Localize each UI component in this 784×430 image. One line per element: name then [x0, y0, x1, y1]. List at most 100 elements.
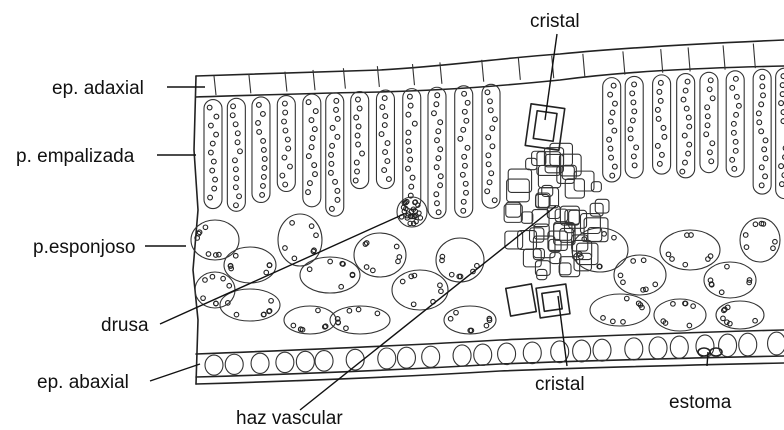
chloroplast [762, 147, 767, 152]
lower-epidermis-cell [225, 354, 243, 374]
lower-epidermis-cell [296, 351, 314, 372]
chloroplast [234, 176, 239, 181]
chloroplast [262, 166, 267, 171]
chloroplast [461, 199, 466, 204]
chloroplast [227, 283, 232, 288]
upper-epidermis [196, 40, 784, 97]
chloroplast [256, 121, 261, 126]
chloroplast [283, 246, 288, 251]
chloroplast [492, 198, 497, 203]
palisade-cell [403, 89, 421, 210]
upper-epidermis-cell-wall [723, 45, 725, 69]
chloroplast [489, 171, 494, 176]
chloroplast [288, 164, 293, 169]
chloroplast [631, 100, 636, 105]
chloroplast [705, 114, 710, 119]
chloroplast [448, 316, 453, 321]
leader-ep-abaxial [150, 364, 200, 381]
chloroplast [732, 166, 737, 171]
chloroplast [609, 155, 614, 160]
lower-epidermis [196, 330, 784, 384]
chloroplast [780, 182, 784, 187]
vascular-cell [565, 179, 584, 198]
chloroplast [743, 233, 748, 238]
upper-epidermis-cell-wall [482, 60, 484, 82]
label-ep-abaxial: ep. abaxial [37, 372, 129, 393]
spongy-cell [614, 255, 666, 295]
chloroplast [210, 274, 215, 279]
chloroplast [680, 169, 685, 174]
chloroplast [710, 96, 715, 101]
chloroplast [686, 151, 691, 156]
chloroplast [411, 302, 416, 307]
chloroplast [708, 78, 713, 83]
chloroplast [670, 257, 675, 262]
chloroplast [308, 181, 313, 186]
chloroplast [410, 175, 415, 180]
chloroplast [655, 143, 660, 148]
upper-epidermis-cell-wall [518, 58, 520, 80]
chloroplast [309, 224, 314, 229]
spongy-cell [436, 238, 484, 282]
chloroplast [759, 165, 764, 170]
chloroplast [309, 145, 314, 150]
chloroplast [458, 136, 463, 141]
palisade-cell [376, 90, 394, 188]
lower-epidermis-cell [205, 355, 223, 375]
chloroplast [486, 135, 491, 140]
chloroplast [731, 121, 736, 126]
label-cristal-bottom: cristal [535, 374, 585, 395]
chloroplast [733, 148, 738, 153]
cell-tissue [191, 44, 784, 376]
chloroplast [610, 173, 615, 178]
chloroplast [759, 102, 764, 107]
lower-epidermis-cell [474, 344, 492, 365]
spongy-cell [716, 301, 764, 329]
chloroplast [206, 252, 211, 257]
chloroplast [436, 210, 441, 215]
chloroplast [354, 160, 359, 165]
lower-epidermis-cell [378, 348, 396, 369]
chloroplast [382, 96, 387, 101]
chloroplast [687, 142, 692, 147]
chloroplast [306, 190, 311, 195]
lower-epidermis-cell [768, 332, 784, 355]
lower-epidermis-cell [593, 339, 611, 361]
chloroplast [488, 99, 493, 104]
upper-epidermis-cell-wall [623, 51, 625, 74]
chloroplast [231, 104, 236, 109]
chloroplast [710, 141, 715, 146]
chloroplast [435, 201, 440, 206]
chloroplast [687, 124, 692, 129]
chloroplast [309, 118, 314, 123]
lower-epidermis-cell [573, 340, 591, 362]
chloroplast [671, 302, 676, 307]
vascular-cell [504, 204, 522, 222]
chloroplast [736, 103, 741, 108]
lower-epidermis-cell [251, 353, 269, 373]
chloroplast [283, 128, 288, 133]
drusa-crystal [397, 197, 427, 227]
chloroplast [488, 108, 493, 113]
chloroplast [460, 172, 465, 177]
chloroplast [207, 105, 212, 110]
chloroplast [760, 84, 765, 89]
chloroplast [436, 129, 441, 134]
chloroplast [691, 304, 696, 309]
chloroplast [261, 175, 266, 180]
chloroplast [773, 239, 778, 244]
palisade-cell [726, 71, 744, 177]
chloroplast [661, 125, 666, 130]
chloroplast [608, 119, 613, 124]
chloroplast [454, 310, 459, 315]
lower-epidermis-cell [453, 345, 471, 366]
chloroplast [290, 221, 295, 226]
chloroplast [208, 150, 213, 155]
chloroplast [344, 326, 349, 331]
chloroplast [291, 323, 296, 328]
chloroplast [464, 118, 469, 123]
chloroplast [212, 186, 217, 191]
chloroplast [283, 182, 288, 187]
chloroplast [463, 181, 468, 186]
chloroplast [334, 107, 339, 112]
